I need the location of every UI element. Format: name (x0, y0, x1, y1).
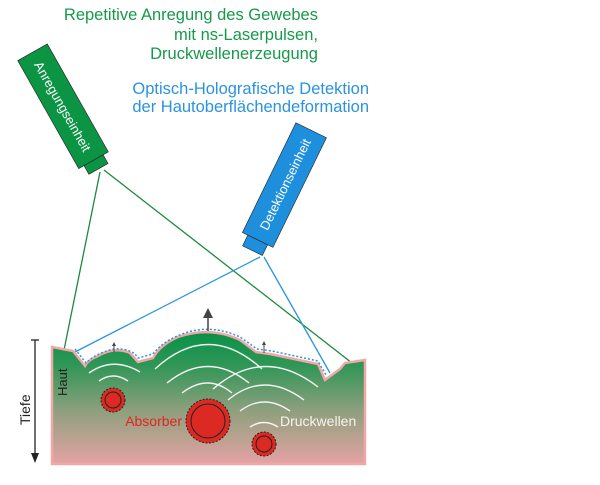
excitation-beams (63, 169, 353, 364)
detection-beams (74, 256, 331, 374)
skin-label: Haut (55, 368, 70, 396)
depth-label: Tiefe (17, 394, 33, 425)
pressure-waves-label: Druckwellen (280, 413, 356, 429)
absorbers (100, 387, 277, 457)
tissue-block (50, 328, 367, 466)
detection-unit: Detektionseinheit (242, 122, 327, 256)
absorber-large (185, 398, 231, 444)
excitation-line-2: mit ns-Laserpulsen, (174, 26, 318, 44)
excitation-line-1: Repetitive Anregung des Gewebes (64, 6, 318, 24)
excitation-unit: Anregungseinheit (17, 43, 109, 175)
pressure-waves (88, 343, 319, 428)
depth-axis (31, 339, 39, 463)
detection-line-1: Optisch-Holografische Detektion (132, 80, 369, 98)
surface-displacement-arrows (112, 308, 266, 353)
absorber-small-left (100, 387, 126, 413)
excitation-description: Repetitive Anregung des Gewebes mit ns-L… (64, 6, 318, 63)
arrow-down-icon (31, 453, 39, 463)
detection-line-2: der Hautoberflächendeformation (132, 98, 369, 116)
detection-description: Optisch-Holografische Detektion der Haut… (132, 80, 369, 116)
excitation-line-3: Druckwellenerzeugung (150, 45, 318, 63)
absorber-small-right (251, 431, 277, 457)
absorber-label: Absorber (125, 413, 182, 429)
